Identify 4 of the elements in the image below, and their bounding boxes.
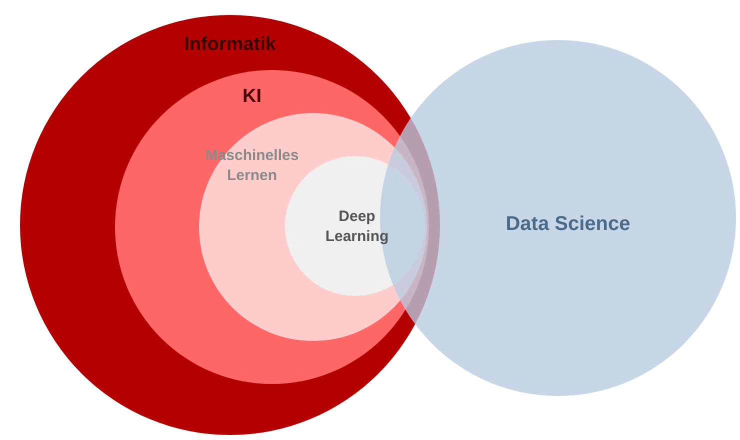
set-label: Deep Learning	[324, 207, 390, 248]
set-label: KI	[242, 84, 262, 109]
set-label: Informatik	[183, 32, 277, 57]
set-label: Data Science	[504, 212, 632, 237]
